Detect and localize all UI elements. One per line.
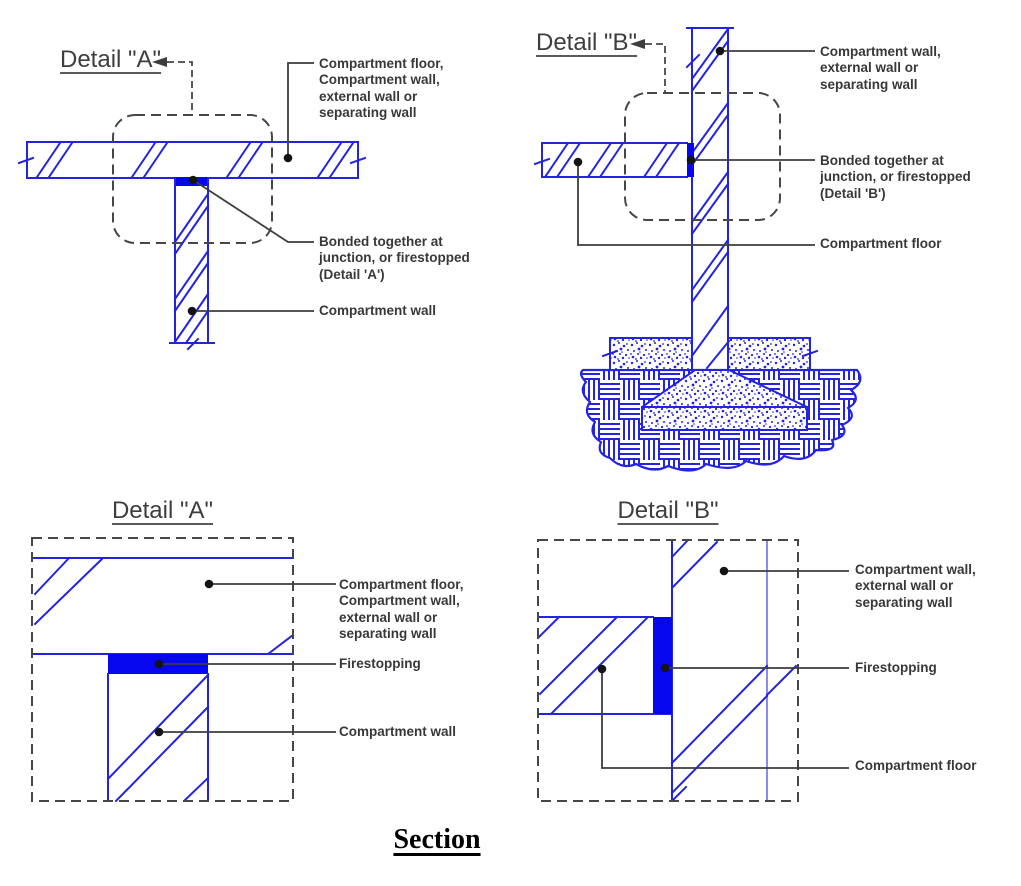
leader-lines <box>154 579 336 737</box>
detail-b-title: Detail "B" <box>617 497 719 524</box>
label-compartment-floor: Compartment floor <box>855 758 977 773</box>
floor-hatch-lines <box>536 615 650 716</box>
detail-a-boundary <box>112 114 273 244</box>
leader-lines <box>597 566 849 769</box>
wall-hatch-lines <box>690 27 731 370</box>
label-bonded-junction-b: Bonded together at junction, or firestop… <box>820 153 971 201</box>
compartment-wall <box>685 27 734 371</box>
label-bonded-junction-a: Bonded together at junction, or firestop… <box>319 234 470 282</box>
label-compartment-floor-wall: Compartment floor, Compartment wall, ext… <box>319 56 444 120</box>
label-compartment-wall-external: Compartment wall, external wall or separ… <box>820 44 941 92</box>
label-firestopping: Firestopping <box>855 660 937 675</box>
overview-b-drawing <box>533 27 862 472</box>
floor-slab <box>17 141 367 179</box>
detail-a-arrow-icon <box>152 57 167 67</box>
wall-hatch-lines <box>106 673 210 803</box>
overview-b-title: Detail "B" <box>536 29 638 56</box>
compartment-wall <box>670 538 798 803</box>
label-compartment-floor: Compartment floor <box>820 236 942 251</box>
label-compartment-wall: Compartment wall <box>339 724 457 739</box>
floor-hatch-lines <box>35 141 355 179</box>
floor-slab <box>533 141 688 179</box>
compartment-wall <box>106 673 210 803</box>
detail-a-title: Detail "A" <box>111 497 214 524</box>
leader-lines <box>573 46 815 246</box>
leader-lines <box>187 62 314 316</box>
detail-b-boundary <box>624 92 781 221</box>
detail-a-boundary <box>31 537 294 802</box>
label-compartment-floor-wall: Compartment floor, Compartment wall, ext… <box>339 577 464 641</box>
detail-a-arrow-leader <box>167 61 193 112</box>
wall-hatch-lines <box>670 538 798 803</box>
label-compartment-wall-external: Compartment wall, external wall or separ… <box>855 562 976 610</box>
floor-hatch-lines <box>543 141 681 179</box>
detail-b-boundary <box>537 539 799 802</box>
overview-a-title: Detail "A" <box>60 46 162 73</box>
floor-slab <box>536 615 673 716</box>
overview-a-drawing <box>17 57 367 351</box>
wall-hatch-lines <box>173 192 210 345</box>
floor-slab <box>31 556 295 656</box>
floor-hatch-lines <box>33 556 295 656</box>
label-compartment-wall: Compartment wall <box>319 303 437 318</box>
detail-b-arrow-leader <box>645 43 666 92</box>
section-heading: Section <box>393 824 481 855</box>
detail-b-arrow-icon <box>630 39 645 49</box>
detail-b-drawing <box>536 538 849 803</box>
label-firestopping: Firestopping <box>339 656 421 671</box>
detail-a-drawing <box>31 537 336 803</box>
compartment-wall <box>169 177 215 351</box>
